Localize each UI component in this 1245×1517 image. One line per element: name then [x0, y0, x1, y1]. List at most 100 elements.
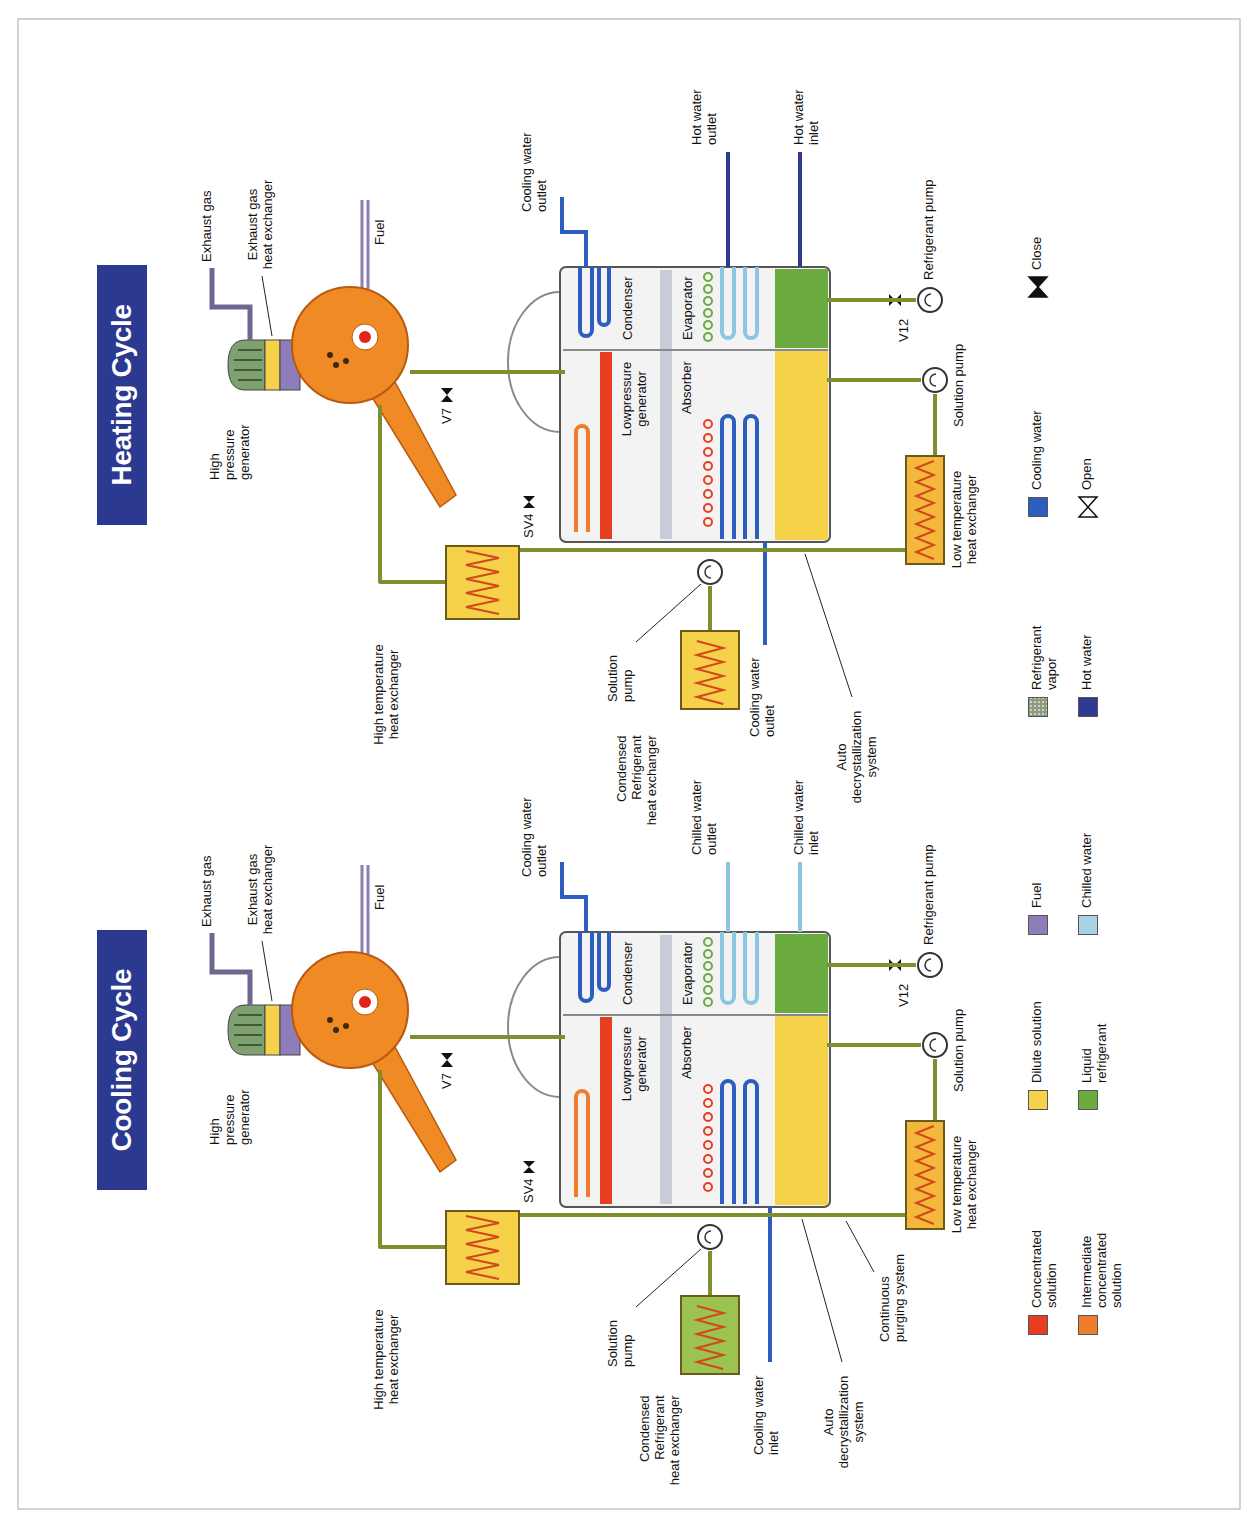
exchanger-box	[906, 456, 944, 564]
pump-shape	[921, 366, 949, 394]
component-label: Absorber	[680, 354, 695, 414]
part-label: Fuel	[373, 885, 388, 910]
pipe-connector	[520, 1213, 905, 1217]
legend-swatch	[1028, 915, 1048, 935]
pump-shape	[696, 1223, 724, 1251]
pump-casing	[918, 288, 942, 312]
exchanger-coil	[916, 461, 934, 559]
burner-dot	[333, 1027, 339, 1033]
leader-line	[802, 1219, 842, 1362]
part-label: Exhaust gas heat exchanger	[246, 177, 276, 272]
pump-shape	[696, 558, 724, 586]
component-label: Condenser	[621, 941, 636, 1005]
component-label: Refrigerant pump	[922, 180, 937, 280]
heat-exchanger: High temperature heat exchanger	[445, 1210, 520, 1285]
generator-section: Lowpressure generator	[565, 352, 660, 537]
pump-rotor	[705, 1231, 711, 1243]
component-label: High pressure generator	[208, 414, 253, 480]
burner-dot	[343, 1023, 349, 1029]
legend-text: Chilled water	[1080, 833, 1095, 908]
heat-exchanger: High temperature heat exchanger	[445, 545, 520, 620]
pump-casing	[918, 953, 942, 977]
component-label: Condensed Refrigerant heat exchanger	[638, 1396, 683, 1488]
generator-body: High pressure generator	[290, 950, 410, 1070]
part-label: Continuous purging system	[878, 1242, 908, 1342]
pipe-connector	[520, 548, 905, 552]
part-label: V7	[440, 1073, 455, 1089]
hx-shape	[905, 1120, 945, 1230]
pipe-connector	[827, 963, 916, 967]
exchanger-coil	[466, 551, 499, 614]
part-label: Hot water outlet	[690, 73, 720, 145]
part-label: Chilled water outlet	[690, 770, 720, 855]
condenser-section: Condenser	[565, 269, 640, 347]
legend-swatch	[1028, 497, 1048, 517]
leader-line	[805, 554, 852, 697]
burner-dot	[327, 1017, 333, 1023]
pump-shape	[921, 1031, 949, 1059]
part-label: V7	[440, 408, 455, 424]
hx-shape	[680, 1295, 740, 1375]
component-label: Lowpressure generator	[620, 1019, 650, 1109]
pump-rotor	[925, 959, 931, 971]
component-label: Solution pump	[952, 344, 967, 427]
pump-symbol: Solution pump	[921, 1031, 949, 1059]
heating-illustration	[212, 197, 901, 642]
cooling-illustration	[212, 862, 901, 1307]
cycle-title-text: Cooling Cycle	[106, 969, 138, 1152]
part-label: Fuel	[373, 220, 388, 245]
pump-casing	[923, 368, 947, 392]
flame	[359, 996, 371, 1008]
legend-text: Hot water	[1080, 634, 1095, 690]
chilled-water-pipe	[728, 862, 800, 932]
legend-text: Liquid refrigerant	[1080, 1013, 1110, 1083]
legend-text: Open	[1080, 458, 1095, 490]
legend-text: Close	[1030, 237, 1045, 270]
part-label: Chilled water inlet	[792, 770, 822, 855]
component-label: Evaporator	[681, 941, 696, 1005]
absorber-section: Absorber	[675, 1017, 827, 1202]
pipe-connector	[380, 405, 445, 582]
pump-symbol: Refrigerant pump	[916, 286, 944, 314]
pipe-connector	[933, 394, 937, 455]
pipe-connector	[410, 1035, 565, 1039]
burner-port	[352, 324, 378, 350]
burner-port	[352, 989, 378, 1015]
legend-swatch	[1028, 697, 1048, 717]
exchanger-box	[446, 1211, 519, 1284]
pump-casing	[698, 560, 722, 584]
pump-symbol: Solution pump	[696, 558, 724, 586]
legend-text: Cooling water	[1030, 411, 1045, 491]
cooling-water-pipe	[763, 542, 767, 645]
component-label: Lowpressure generator	[620, 354, 650, 444]
component-label: Condenser	[621, 276, 636, 340]
component-label: Refrigerant pump	[922, 845, 937, 945]
cycle-title: Cooling Cycle	[97, 930, 147, 1190]
heat-exchanger: Condensed Refrigerant heat exchanger	[680, 1295, 740, 1375]
pump-casing	[698, 1225, 722, 1249]
component-label: Solution pump	[606, 646, 636, 702]
legend-text: Concentrated solution	[1030, 1223, 1060, 1308]
component-label: Solution pump	[606, 1311, 636, 1367]
part-label: V12	[897, 984, 912, 1007]
pump-rotor	[925, 294, 931, 306]
burner-body	[292, 952, 408, 1068]
hx-shape	[905, 455, 945, 565]
exchanger-box	[446, 546, 519, 619]
exchanger-box	[906, 1121, 944, 1229]
burner-shape	[290, 285, 410, 405]
component-label: Absorber	[680, 1019, 695, 1079]
condenser-section: Condenser	[565, 934, 640, 1012]
cooling-water-pipe	[768, 1207, 772, 1362]
hot-water-pipe	[728, 152, 800, 267]
hx-shape	[445, 545, 520, 620]
component-label: High temperature heat exchanger	[372, 1302, 402, 1417]
part-label: Cooling water outlet	[748, 647, 778, 737]
pipe-connector	[827, 298, 916, 302]
legend-text: Refrigerant vapor	[1030, 615, 1060, 690]
pump-symbol: Refrigerant pump	[916, 951, 944, 979]
part-label: Exhaust gas	[200, 855, 215, 927]
pump-rotor	[930, 374, 936, 386]
exchanger-box	[681, 1296, 739, 1374]
legend-text: Dilute solution	[1030, 1001, 1045, 1083]
